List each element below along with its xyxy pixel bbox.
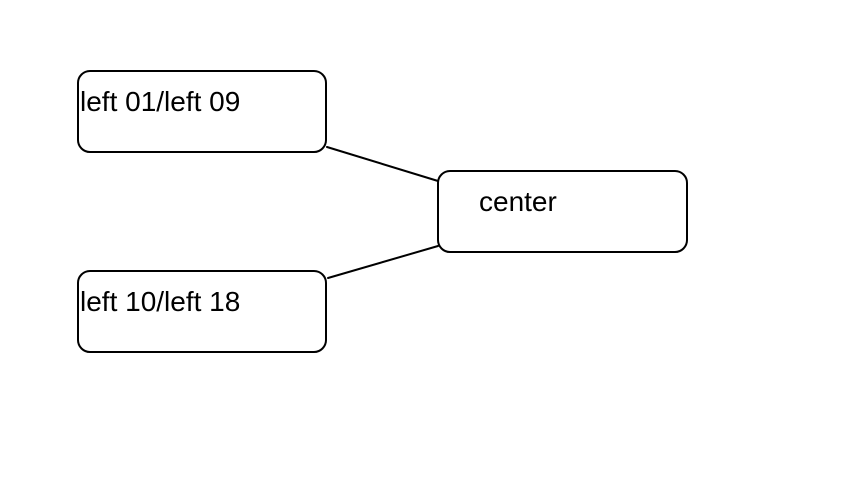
node-left-bottom-label: left 10/left 18 xyxy=(80,286,241,317)
node-center[interactable]: center xyxy=(437,170,688,253)
edge-left-bottom-to-center xyxy=(327,245,439,279)
node-left-bottom[interactable]: left 10/left 18 xyxy=(77,270,327,353)
node-left-top-label: left 01/left 09 xyxy=(80,86,241,117)
node-left-top[interactable]: left 01/left 09 xyxy=(77,70,327,153)
node-center-label: center xyxy=(479,186,557,217)
edge-left-top-to-center xyxy=(326,146,439,182)
